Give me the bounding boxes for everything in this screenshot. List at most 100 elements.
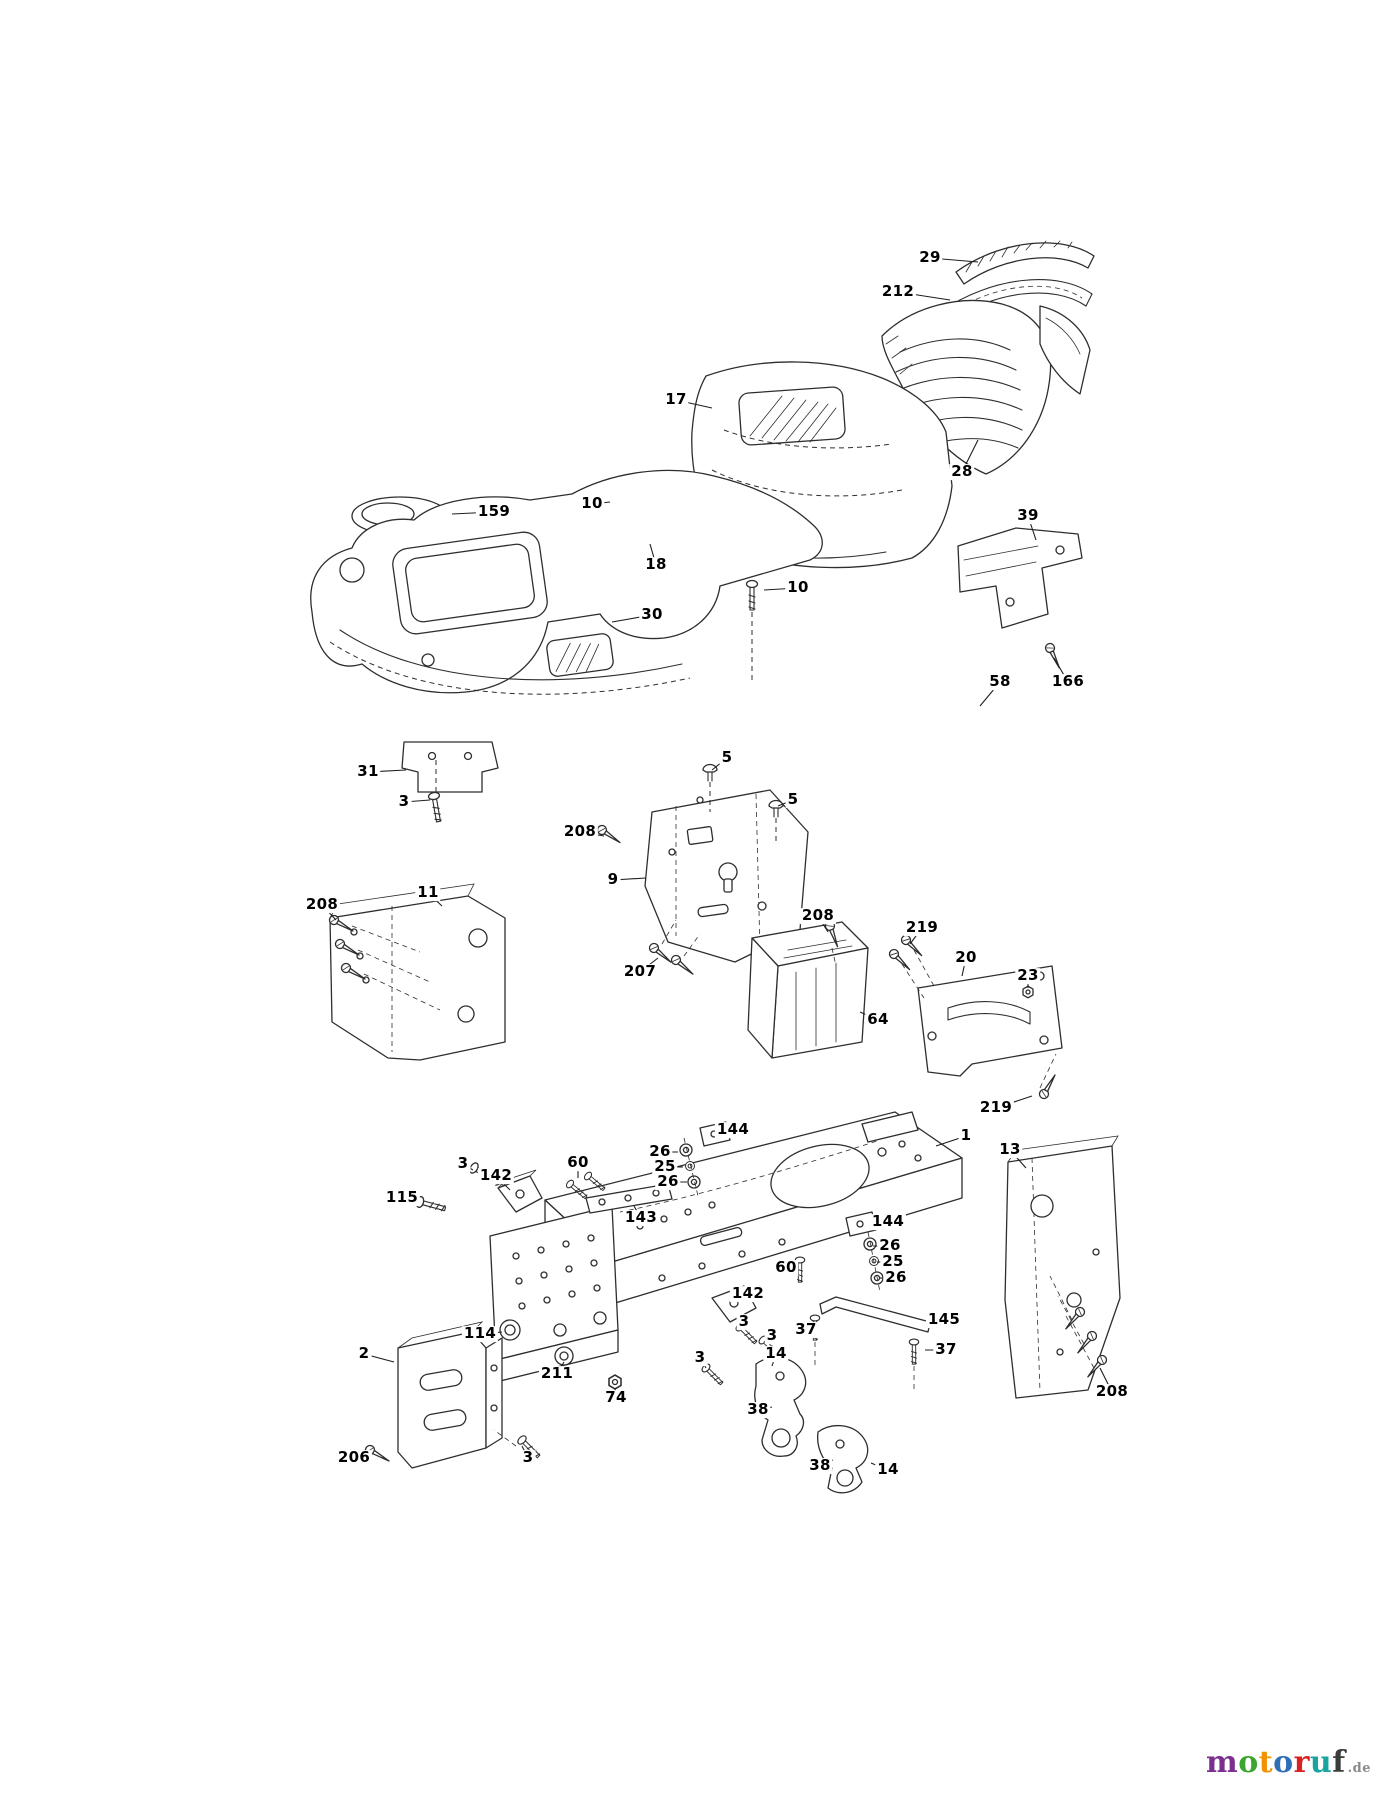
part-label-207: 207 (621, 962, 659, 981)
logo-letter-m: m (1205, 1745, 1239, 1780)
logo-letter-f: f (1332, 1745, 1346, 1780)
part-label-159: 159 (475, 502, 513, 521)
part-label-37: 37 (933, 1340, 959, 1359)
part-label-3: 3 (764, 1326, 780, 1345)
part-label-206: 206 (335, 1448, 373, 1467)
part-label-23: 23 (1015, 966, 1041, 985)
part-label-208: 208 (799, 906, 837, 925)
part-label-26: 26 (647, 1142, 673, 1161)
part-5-bolt (702, 763, 718, 812)
part-219-screws-upper (886, 932, 935, 999)
part-23-nut (1022, 985, 1034, 999)
part-208-screws (327, 913, 441, 1011)
part-label-58: 58 (987, 672, 1013, 691)
part-64-battery-tray (747, 921, 869, 1059)
part-label-14: 14 (875, 1460, 901, 1479)
part-label-18: 18 (643, 555, 669, 574)
part-label-31: 31 (355, 762, 381, 781)
part-label-64: 64 (865, 1010, 891, 1029)
part-3-bolt (493, 1429, 543, 1461)
part-145-rod (819, 1296, 931, 1333)
part-label-3: 3 (396, 792, 412, 811)
logo-letter-o: o (1273, 1745, 1294, 1780)
part-label-219: 219 (977, 1098, 1015, 1117)
part-label-208: 208 (1093, 1382, 1131, 1401)
part-label-74: 74 (603, 1388, 629, 1407)
part-144-clip (845, 1211, 877, 1237)
part-label-39: 39 (1015, 506, 1041, 525)
part-label-38: 38 (807, 1456, 833, 1475)
part-label-60: 60 (773, 1258, 799, 1277)
part-label-26: 26 (883, 1268, 909, 1287)
part-label-143: 143 (622, 1208, 660, 1227)
part-label-26: 26 (877, 1236, 903, 1255)
part-label-3: 3 (692, 1348, 708, 1367)
part-label-142: 142 (729, 1284, 767, 1303)
part-label-142: 142 (477, 1166, 515, 1185)
part-label-25: 25 (880, 1252, 906, 1271)
part-label-211: 211 (538, 1364, 576, 1383)
part-label-38: 38 (745, 1400, 771, 1419)
part-143-bar (585, 1183, 673, 1214)
part-label-114: 114 (461, 1324, 499, 1343)
part-label-25: 25 (652, 1157, 678, 1176)
part-29-grille-trim-strip (955, 240, 1095, 285)
part-label-17: 17 (663, 390, 689, 409)
part-2-bracket (397, 1321, 503, 1469)
logo-letter-o: o (1238, 1745, 1259, 1780)
part-28-grille (881, 299, 1091, 475)
part-31-bracket (401, 741, 499, 793)
part-211-bushing (554, 1346, 574, 1366)
part-label-13: 13 (997, 1140, 1023, 1159)
part-label-144: 144 (714, 1120, 752, 1139)
part-208-screw (823, 919, 843, 967)
part-label-10: 10 (579, 494, 605, 513)
logo-suffix: .de (1347, 1761, 1371, 1776)
part-114-bushing (499, 1319, 521, 1341)
part-label-5: 5 (719, 748, 735, 767)
part-207-screws (647, 919, 701, 979)
part-219-screw-lower (1037, 1053, 1060, 1101)
logo-letter-u: u (1309, 1745, 1333, 1780)
part-label-28: 28 (949, 462, 975, 481)
part-39-support-bracket (957, 527, 1083, 629)
part-label-14: 14 (763, 1344, 789, 1363)
part-label-20: 20 (953, 948, 979, 967)
part-37-bolt (809, 1314, 821, 1368)
part-label-26: 26 (655, 1172, 681, 1191)
part-label-29: 29 (917, 248, 943, 267)
part-label-37: 37 (793, 1320, 819, 1339)
part-label-208: 208 (303, 895, 341, 914)
part-label-212: 212 (879, 282, 917, 301)
part-label-208: 208 (561, 822, 599, 841)
part-label-60: 60 (565, 1153, 591, 1172)
part-label-166: 166 (1049, 672, 1087, 691)
part-label-1: 1 (958, 1126, 974, 1145)
part-label-145: 145 (925, 1310, 963, 1329)
part-14-38-latch-upper (754, 1357, 807, 1457)
part-74-nut (608, 1374, 622, 1390)
assembly-line (867, 1231, 881, 1293)
part-label-3: 3 (520, 1448, 536, 1467)
part-14-38-latch-lower (816, 1425, 869, 1494)
part-label-11: 11 (415, 883, 441, 902)
part-label-219: 219 (903, 918, 941, 937)
part-label-2: 2 (356, 1344, 372, 1363)
part-5-bolt (768, 799, 784, 842)
part-label-5: 5 (785, 790, 801, 809)
part-37-bolt (908, 1338, 920, 1390)
assembly-line (683, 1137, 699, 1197)
part-label-3: 3 (736, 1312, 752, 1331)
part-208-screws (1049, 1275, 1109, 1381)
part-30-fender-footrest (310, 469, 823, 695)
part-label-115: 115 (383, 1188, 421, 1207)
part-label-9: 9 (605, 870, 621, 889)
part-label-144: 144 (869, 1212, 907, 1231)
part-label-3: 3 (455, 1154, 471, 1173)
motoruf-logo: motoruf.de (1206, 1745, 1371, 1780)
logo-letter-t: t (1258, 1745, 1274, 1780)
logo-word: motoruf (1206, 1745, 1346, 1780)
